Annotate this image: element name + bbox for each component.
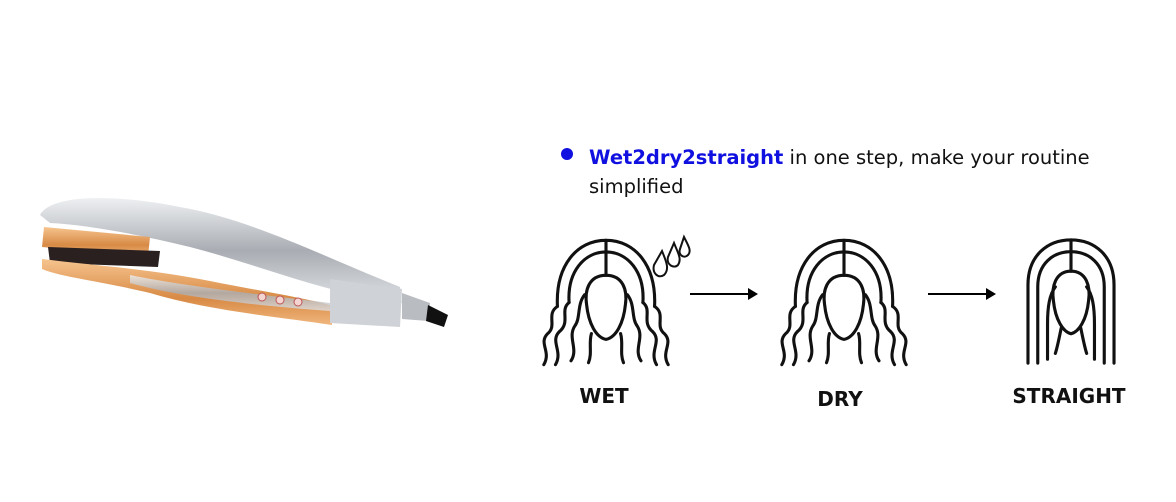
bullet-dot <box>561 148 573 160</box>
step-label-straight: STRAIGHT <box>1012 384 1126 408</box>
straight-hair-icon <box>1022 236 1120 368</box>
headline-rest: in one step, make your routine simplifie… <box>589 146 1090 198</box>
water-drops-icon <box>652 234 691 278</box>
hair-straightener-image <box>40 197 448 327</box>
step-label-wet: WET <box>579 384 629 408</box>
headline-text: Wet2dry2straight in one step, make your … <box>589 143 1129 201</box>
arrow-right-icon <box>928 288 996 300</box>
headline-highlight: Wet2dry2straight <box>589 146 784 169</box>
arrow-right-icon <box>690 288 758 300</box>
step-label-dry: DRY <box>817 387 863 411</box>
dry-wavy-hair-icon <box>776 236 912 368</box>
